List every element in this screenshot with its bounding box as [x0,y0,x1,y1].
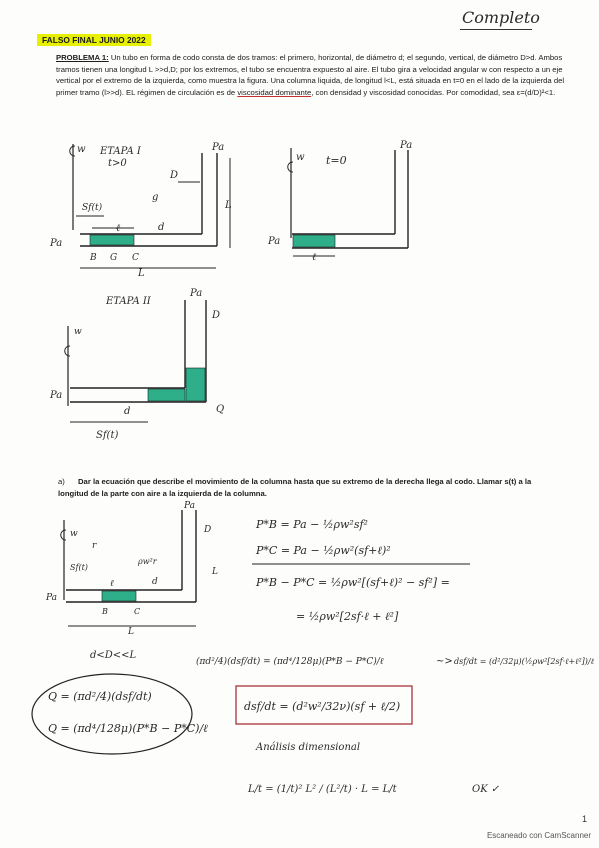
svg-text:P*C = Pa − ½ρw²(sf+ℓ)²: P*C = Pa − ½ρw²(sf+ℓ)² [255,544,391,557]
svg-text:r: r [92,541,97,551]
svg-text:Q: Q [216,404,224,415]
solution-figure: Pa w r Sf(t) ℓ ρw²r d D Pa B C L L [45,501,218,637]
problem-label: PROBLEMA 1: [56,53,109,62]
svg-text:ℓ: ℓ [110,579,114,589]
problem-statement: PROBLEMA 1: Un tubo en forma de codo con… [56,52,571,98]
svg-text:L: L [137,268,145,279]
solution-equations: P*B = Pa − ½ρw²sf² P*C = Pa − ½ρw²(sf+ℓ)… [31,518,595,795]
svg-text:Análisis dimensional: Análisis dimensional [255,742,360,753]
svg-text:w: w [296,152,305,163]
svg-text:Sf(t): Sf(t) [96,430,118,441]
svg-text:OK ✓: OK ✓ [472,784,500,795]
underlined-phrase: viscosidad dominante [237,87,312,97]
svg-text:ℓ: ℓ [312,252,316,263]
svg-text:w: w [77,144,86,155]
svg-text:d: d [152,577,158,587]
svg-text:Pa: Pa [211,142,224,153]
question-a: a)Dar la ecuación que describe el movimi… [58,476,558,499]
stamp-underline [460,29,532,30]
svg-text:t>0: t>0 [108,158,127,169]
problem-tail: , con densidad y viscosidad conocidas. P… [311,87,556,97]
svg-text:Pa: Pa [45,593,57,603]
problem-text: Un tubo en forma de codo consta de dos t… [56,53,565,97]
svg-text:dsf/dt = (d²/32μ)(½ρw²[2sf·ℓ+ℓ: dsf/dt = (d²/32μ)(½ρw²[2sf·ℓ+ℓ²])/ℓ [454,657,595,666]
svg-text:L: L [224,200,232,211]
svg-text:Q = (πd²/4)(dsf/dt): Q = (πd²/4)(dsf/dt) [48,690,152,703]
question-a-text: Dar la ecuación que describe el movimien… [58,477,532,498]
svg-text:Q = (πd⁴/128μ)(P*B − P*C)/ℓ: Q = (πd⁴/128μ)(P*B − P*C)/ℓ [48,722,208,735]
svg-text:t=0: t=0 [326,154,347,167]
figure-stage-1: w ETAPA I t>0 Pa D g d Sf(t) ℓ L Pa B G … [49,142,232,279]
svg-text:d<D<<L: d<D<<L [90,650,137,661]
svg-text:P*B − P*C = ½ρw²[(sf+ℓ)² − sf²: P*B − P*C = ½ρw²[(sf+ℓ)² − sf²] = [255,576,450,589]
svg-text:G: G [110,253,117,263]
svg-text:L: L [127,627,134,637]
svg-text:Sf(t): Sf(t) [70,563,88,572]
figure-stage-2: ETAPA II Pa w D Pa d Q Sf(t) [49,288,224,441]
svg-text:C: C [134,607,140,616]
svg-text:Pa: Pa [49,390,62,401]
svg-text:d: d [124,406,130,417]
svg-text:dsf/dt = (d²w²/32ν)(sf + ℓ/2): dsf/dt = (d²w²/32ν)(sf + ℓ/2) [244,700,400,713]
svg-text:C: C [132,253,139,263]
svg-text:g: g [152,192,158,203]
svg-text:Pa: Pa [399,140,412,151]
svg-text:= ½ρw²[2sf·ℓ + ℓ²]: = ½ρw²[2sf·ℓ + ℓ²] [296,610,399,623]
svg-text:Pa: Pa [189,288,202,299]
svg-text:Pa: Pa [268,236,280,247]
svg-text:Pa: Pa [183,501,195,511]
svg-text:B: B [101,607,108,616]
svg-text:D: D [169,170,178,181]
completo-stamp: Completo [462,8,540,27]
svg-text:(πd²/4)(dsf/dt) = (πd⁴/128μ)(P: (πd²/4)(dsf/dt) = (πd⁴/128μ)(P*B − P*C)/… [196,656,384,667]
svg-text:Sf(t): Sf(t) [82,202,103,213]
exam-title: FALSO FINAL JUNIO 2022 [37,34,151,46]
svg-text:~>: ~> [436,656,453,667]
svg-text:D: D [203,525,211,535]
svg-text:P*B = Pa − ½ρw²sf²: P*B = Pa − ½ρw²sf² [255,518,368,531]
svg-text:ETAPA II: ETAPA II [105,296,152,307]
scanner-watermark: Escaneado con CamScanner [486,831,591,840]
question-a-lead: a) [58,477,65,486]
svg-text:w: w [74,327,82,337]
svg-text:ρw²r: ρw²r [137,557,158,566]
svg-text:L/t = (1/t)² L² / (L²/t) · L =: L/t = (1/t)² L² / (L²/t) · L = L/t [247,784,398,795]
svg-text:B: B [89,253,97,263]
figure-t0: w t=0 Pa Pa ℓ [268,140,412,263]
svg-text:L: L [211,567,218,577]
svg-text:d: d [158,222,164,233]
page-number: 1 [581,814,587,824]
svg-text:w: w [70,529,78,539]
svg-text:D: D [211,310,220,321]
svg-text:Pa: Pa [49,238,62,249]
svg-text:ETAPA I: ETAPA I [99,146,142,157]
